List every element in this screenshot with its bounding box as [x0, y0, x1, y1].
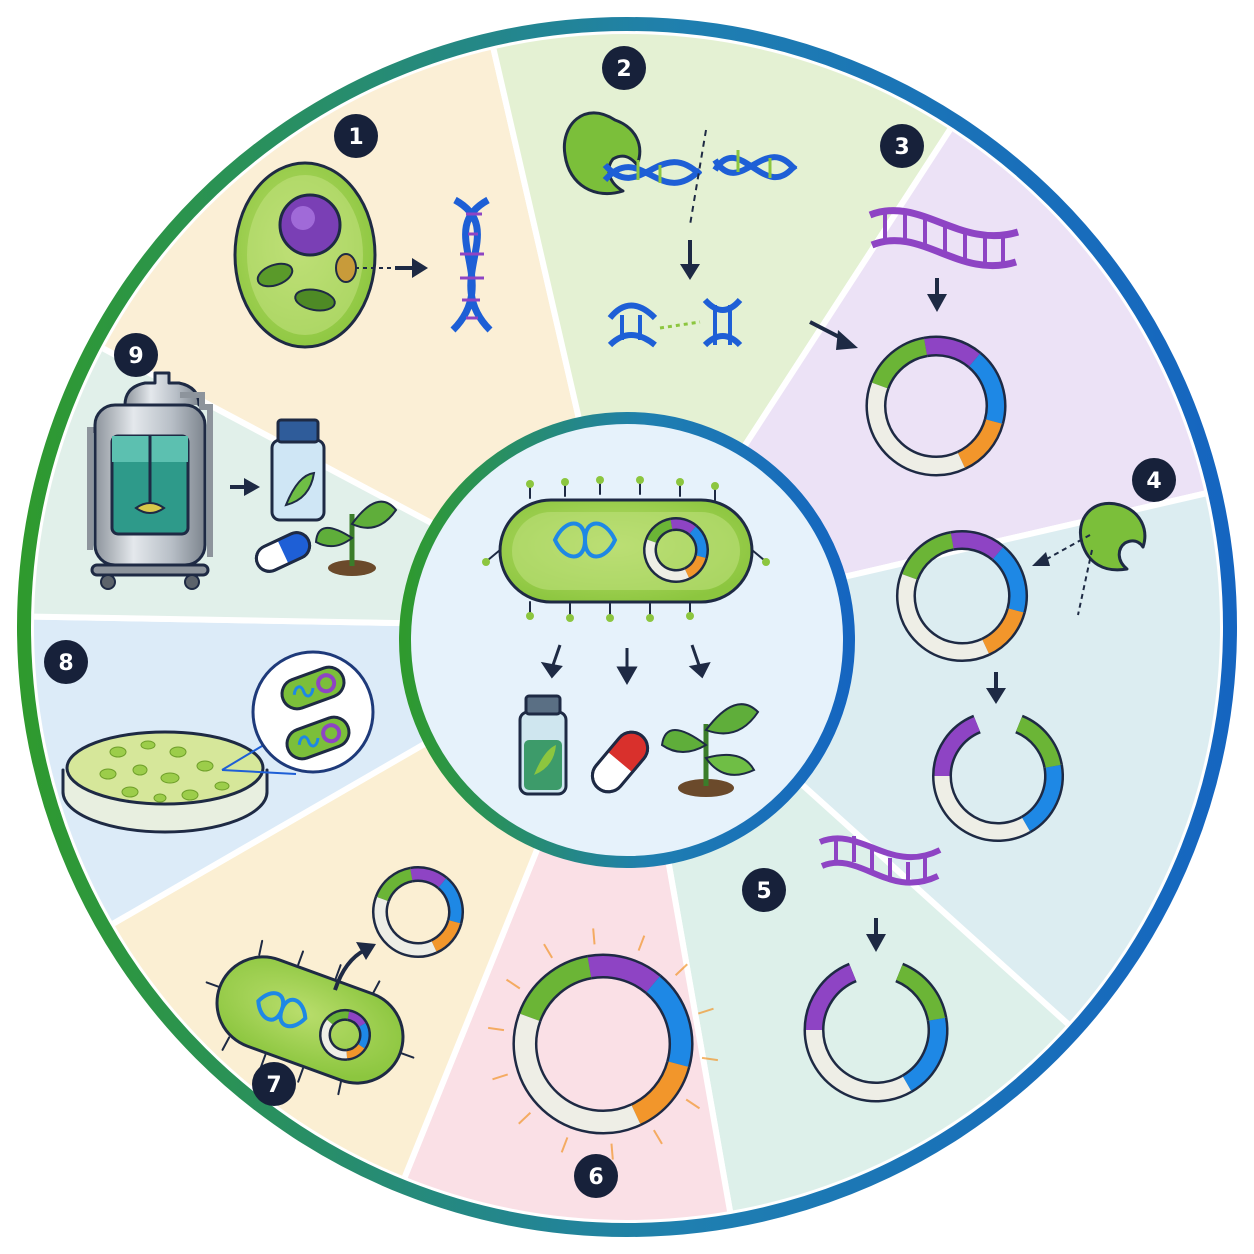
step-2-badge: 2 — [602, 46, 646, 90]
step-8-illustration — [61, 650, 375, 834]
small-plasmid-icon — [372, 866, 464, 958]
step-4-illustration — [896, 501, 1147, 842]
recombinant-plasmid-ring — [512, 953, 694, 1135]
step-5-badge: 5 — [742, 868, 786, 912]
step-7-badge: 7 — [252, 1062, 296, 1106]
step-5-number: 5 — [756, 879, 771, 904]
step-8-badge: 8 — [44, 640, 88, 684]
center-seedling-icon — [660, 703, 760, 797]
step-1-number: 1 — [348, 125, 363, 150]
step-1-illustration — [233, 161, 493, 349]
step-6-illustration — [487, 928, 719, 1160]
step-3-number: 3 — [894, 135, 909, 160]
step-6-badge: 6 — [574, 1154, 618, 1198]
step-2-illustration — [562, 111, 798, 348]
recombinant-bacterium-products-icon — [482, 476, 770, 622]
bioreactor-products-icon — [87, 371, 398, 590]
intact-plasmid-icon — [896, 530, 1028, 662]
center-plasmid-icon — [643, 517, 709, 583]
step-6-number: 6 — [588, 1165, 603, 1190]
center-arrows — [540, 644, 711, 686]
outer-ring — [17, 17, 1237, 1237]
step-8-number: 8 — [58, 651, 73, 676]
ligating-plasmid-icon — [803, 962, 949, 1103]
plant-cell-to-dna-icon — [233, 161, 493, 349]
step-5-illustration — [803, 835, 949, 1103]
opened-plasmid-icon — [932, 714, 1064, 842]
step-9-badge: 9 — [114, 333, 158, 377]
center-vial-icon — [518, 694, 568, 796]
step-4-number: 4 — [1146, 469, 1161, 494]
recombinant-plasmid-icon — [487, 928, 719, 1160]
step-2-number: 2 — [616, 57, 631, 82]
vector-plasmid-icon — [865, 335, 1007, 477]
step-7-illustration — [205, 866, 464, 1096]
center-panel — [399, 412, 855, 868]
step-3-illustration — [809, 207, 1020, 477]
step-badges: 1 2 3 4 5 6 7 8 9 — [44, 46, 1176, 1198]
bacterium-transformation-icon — [205, 866, 464, 1096]
restriction-enzyme-cut-dna-icon — [562, 111, 798, 348]
petri-dish-colonies-icon — [61, 650, 375, 834]
center-capsule-icon — [590, 730, 650, 794]
step-9-number: 9 — [128, 344, 143, 369]
step-3-badge: 3 — [880, 124, 924, 168]
enzyme-opens-plasmid-icon — [896, 501, 1147, 842]
gene-insert-to-plasmid-icon — [809, 207, 1020, 477]
step-7-number: 7 — [266, 1073, 281, 1098]
inner-ring — [399, 412, 855, 868]
step-1-badge: 1 — [334, 114, 378, 158]
step-9-illustration — [87, 371, 398, 590]
step-4-badge: 4 — [1132, 458, 1176, 502]
gene-ligation-icon — [803, 835, 949, 1103]
